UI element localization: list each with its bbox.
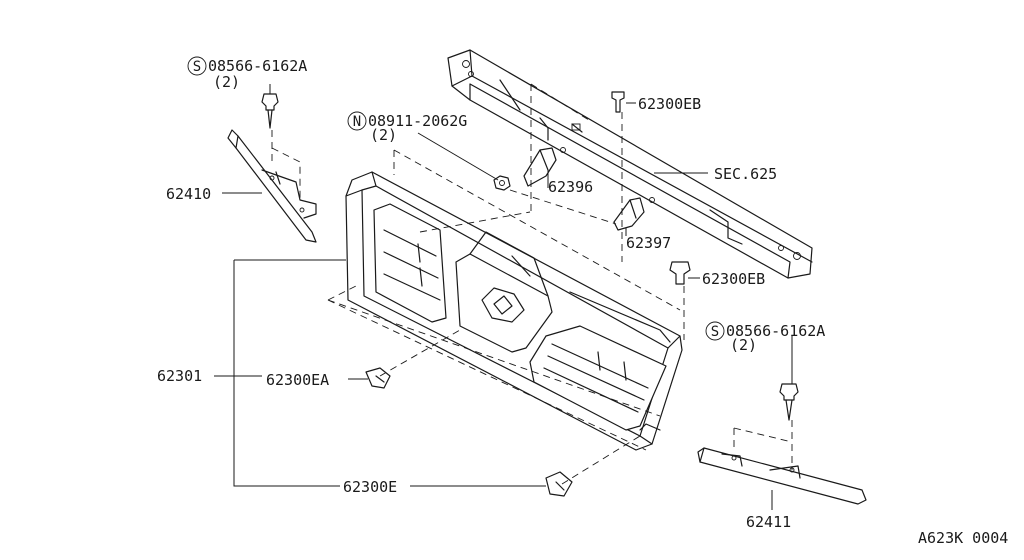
s-prefix-badge-right bbox=[705, 321, 725, 341]
n-prefix-badge bbox=[347, 111, 367, 131]
label-clip-top: 62300EB bbox=[638, 95, 701, 113]
n-prefix: N bbox=[353, 114, 361, 130]
screw-right-part-number: 08566-6162A bbox=[726, 322, 825, 340]
molding-62411 bbox=[697, 447, 867, 505]
hex-nut bbox=[493, 175, 511, 191]
screw-right-qty: (2) bbox=[730, 336, 757, 354]
nut-qty: (2) bbox=[370, 126, 397, 144]
label-bracket-left: 62396 bbox=[548, 178, 593, 196]
assembly-lines bbox=[271, 83, 793, 485]
front-grille-62301 bbox=[345, 171, 683, 451]
clip-62300e bbox=[545, 471, 573, 497]
label-clip-mid: 62300EB bbox=[702, 270, 765, 288]
leader-lines bbox=[214, 84, 793, 510]
label-clip-ea: 62300EA bbox=[266, 371, 329, 389]
callout-screw-top-left: S 08566-6162A (2) bbox=[187, 56, 307, 91]
clip-62300eb-mid bbox=[669, 261, 691, 285]
label-support: SEC.625 bbox=[714, 165, 777, 183]
screw-qty: (2) bbox=[213, 73, 240, 91]
callout-nut: N 08911-2062G (2) bbox=[347, 111, 467, 144]
label-clip-e: 62300E bbox=[343, 478, 397, 496]
label-molding-left: 62410 bbox=[166, 185, 211, 203]
s-prefix-right: S bbox=[711, 324, 719, 340]
clip-62300ea bbox=[365, 367, 391, 389]
bracket-62396 bbox=[523, 147, 566, 187]
screw-right bbox=[779, 383, 799, 421]
callout-screw-right: S 08566-6162A (2) bbox=[705, 321, 825, 354]
radiator-core-support bbox=[447, 49, 813, 279]
diagram-code: A623K 0004 bbox=[918, 529, 1008, 547]
clip-62300eb-top bbox=[611, 91, 625, 113]
label-bracket-right: 62397 bbox=[626, 234, 671, 252]
molding-62410 bbox=[227, 129, 317, 243]
screw-top-left bbox=[261, 93, 279, 129]
bracket-62397 bbox=[613, 197, 655, 231]
s-prefix: S bbox=[193, 59, 201, 75]
screw-part-number: 08566-6162A bbox=[208, 57, 307, 75]
s-prefix-badge bbox=[187, 56, 207, 76]
label-grille: 62301 bbox=[157, 367, 202, 385]
label-molding-right: 62411 bbox=[746, 513, 791, 531]
nut-part-number: 08911-2062G bbox=[368, 112, 467, 130]
